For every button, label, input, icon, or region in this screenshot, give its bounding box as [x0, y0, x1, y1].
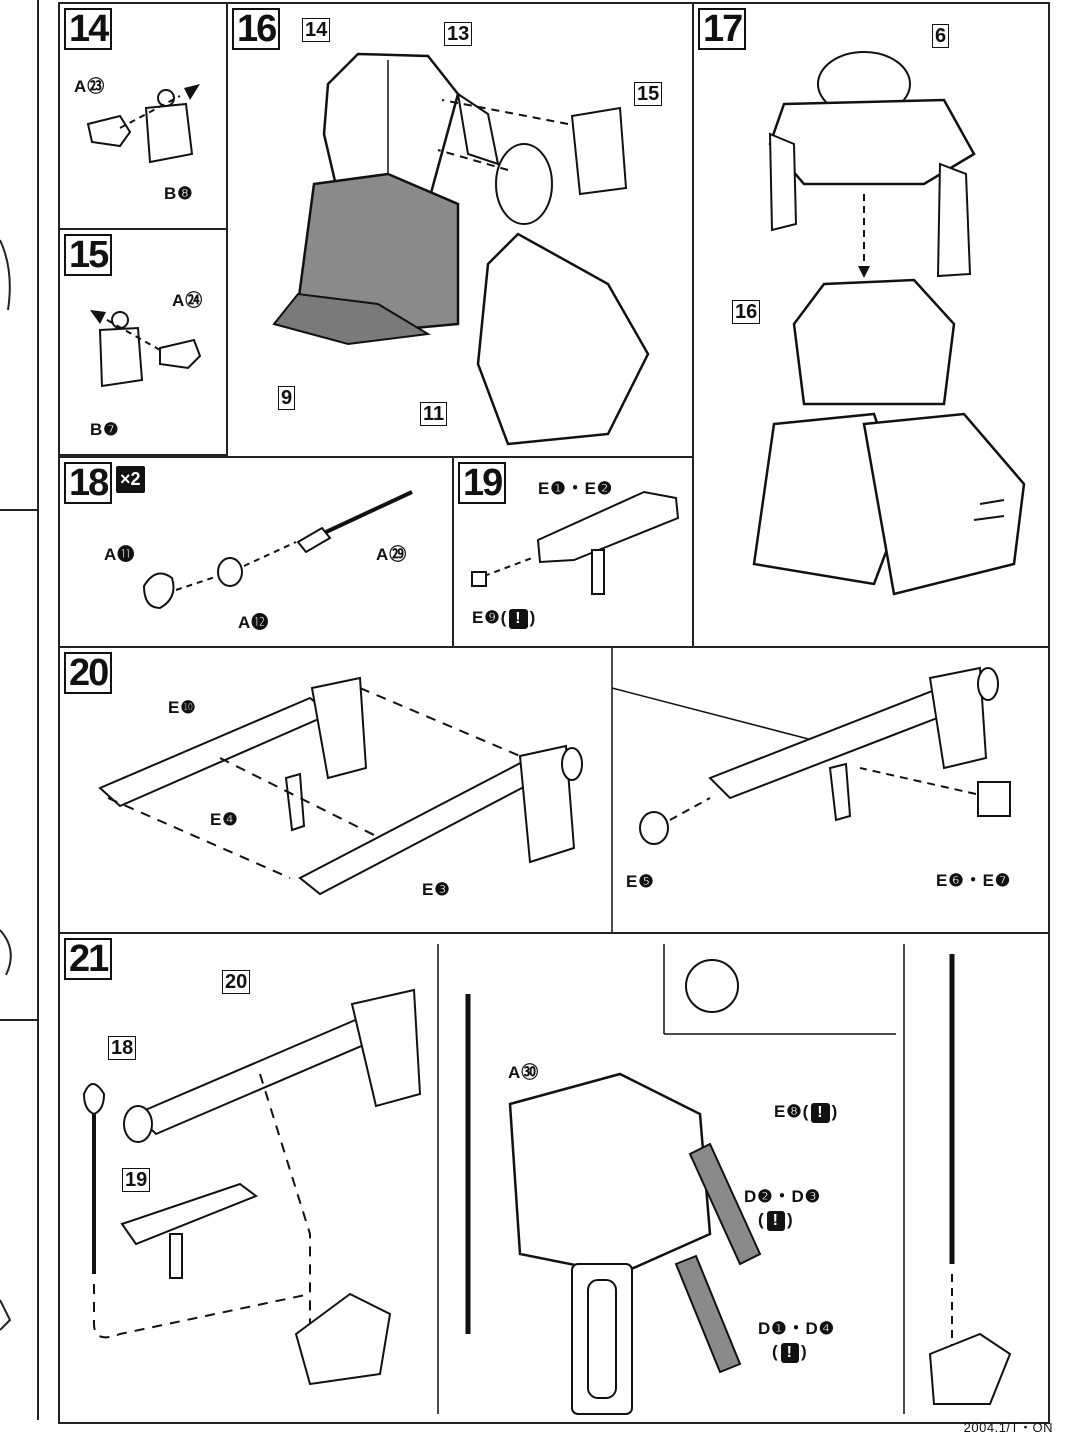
adjacent-page-edge — [0, 0, 42, 1440]
caution-icon: ! — [811, 1103, 830, 1123]
part-label-e10: E❿ — [168, 698, 197, 717]
part-label-a30: A㉚ — [508, 1063, 540, 1082]
caution-d1-d4: (!) — [772, 1342, 808, 1363]
adjacent-page-art — [0, 0, 39, 1420]
step-number: 15 — [64, 234, 113, 276]
part-label-a23: A㉓ — [74, 77, 106, 96]
step-20-illustration — [98, 648, 1011, 932]
part-label-b8: B❽ — [164, 184, 194, 203]
part-label-e8-close: ) — [831, 1102, 839, 1121]
step-number: 16 — [232, 8, 281, 50]
part-label-e4: E❹ — [210, 810, 239, 829]
step-16-panel: 16 14 13 15 9 11 — [226, 2, 694, 458]
ref-part-14: 14 — [302, 18, 331, 42]
step-number: 21 — [64, 938, 113, 980]
caution-icon: ! — [766, 1211, 785, 1231]
step-number: 17 — [698, 8, 747, 50]
ref-part-15: 15 — [634, 82, 663, 106]
step-14-illustration — [86, 84, 200, 164]
ref-part-13: 13 — [444, 22, 473, 46]
step-18-illustration — [142, 490, 413, 610]
step-19-illustration — [471, 490, 680, 595]
part-label-e5: E❺ — [626, 872, 655, 891]
caution-close: ) — [787, 1210, 794, 1229]
caution-icon: ! — [780, 1343, 799, 1363]
part-label-e9: E❾(!) — [472, 608, 536, 629]
step-number: 20 — [64, 652, 113, 694]
part-label-e9-text: E❾( — [472, 608, 508, 627]
ref-part-18: 18 — [108, 1036, 137, 1060]
ref-part-6: 6 — [932, 24, 950, 48]
caution-close: ) — [801, 1342, 808, 1361]
step-number: 19 — [458, 462, 507, 504]
part-label-a24: A㉔ — [172, 291, 204, 310]
part-label-e3: E❸ — [422, 880, 451, 899]
step-15-panel: 15 A㉔ B❼ — [58, 228, 228, 456]
ref-part-19: 19 — [122, 1168, 151, 1192]
part-label-b7: B❼ — [90, 420, 120, 439]
print-code: 2004.1/T・ON — [963, 1420, 1053, 1435]
part-label-d1-d4: D❶・D❹ — [758, 1319, 836, 1338]
part-label-e9-close: ) — [529, 608, 537, 627]
step-14-panel: 14 A㉓ B❽ — [58, 2, 228, 230]
step-16-illustration — [272, 52, 650, 446]
ref-part-20: 20 — [222, 970, 251, 994]
ref-part-16: 16 — [732, 300, 761, 324]
part-label-a12: A⓬ — [238, 613, 270, 632]
part-label-a29: A㉙ — [376, 545, 408, 564]
part-label-a11: A⓫ — [104, 545, 136, 564]
part-label-e1-e2: E❶・E❷ — [538, 479, 614, 498]
part-label-e8-text: E❽( — [774, 1102, 810, 1121]
part-label-d2-d3: D❷・D❸ — [744, 1187, 822, 1206]
step-number: 14 — [64, 8, 113, 50]
step-number: 18 — [64, 462, 113, 504]
step-21-panel: 21 20 18 19 A㉚ E❽(!) D❷・D❸ (!) D❶・D❹ (!) — [58, 932, 1050, 1424]
caution-open: ( — [772, 1342, 779, 1361]
step-15-illustration — [90, 310, 202, 388]
step-21-illustration — [82, 944, 1012, 1415]
step-17-panel: 17 6 16 — [692, 2, 1050, 648]
quantity-badge: ×2 — [116, 466, 145, 493]
part-label-e6-e7: E❻・E❼ — [936, 871, 1012, 890]
caution-icon: ! — [509, 609, 528, 629]
caution-open: ( — [758, 1210, 765, 1229]
caution-d2-d3: (!) — [758, 1210, 794, 1231]
ref-part-11: 11 — [420, 402, 448, 426]
ref-part-9: 9 — [278, 386, 296, 410]
step-19-panel: 19 E❶・E❷ E❾(!) — [452, 456, 694, 648]
part-label-e8: E❽(!) — [774, 1102, 838, 1123]
step-18-panel: 18 ×2 A⓫ A⓬ A㉙ — [58, 456, 454, 648]
step-20-panel: 20 E❿ E❹ E❸ E❺ E❻・E❼ — [58, 646, 1050, 934]
step-17-illustration — [752, 51, 1026, 596]
